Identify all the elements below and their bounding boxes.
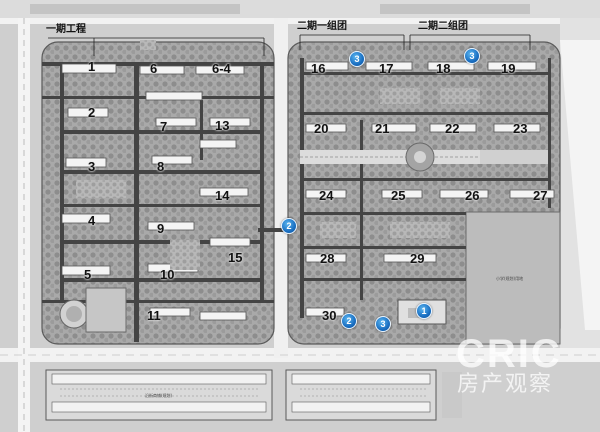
- phase2-group2-label: 二期二组团: [418, 21, 468, 32]
- building-23-label: 23: [513, 121, 528, 136]
- building-6-4-label: 6-4: [212, 61, 231, 76]
- building-5-label: 5: [84, 267, 92, 282]
- watermark-logo: CRIC: [456, 332, 562, 376]
- building-8-label: 8: [157, 159, 165, 174]
- building-24-label: 24: [319, 188, 334, 203]
- marker-3-south[interactable]: 3: [375, 316, 391, 332]
- building-10-label: 10: [160, 267, 175, 282]
- marker-3-group1[interactable]: 3: [349, 51, 365, 67]
- building-21-label: 21: [375, 121, 390, 136]
- building-11-label: 11: [147, 308, 161, 323]
- building-28-label: 28: [320, 251, 335, 266]
- marker-1[interactable]: 1: [416, 303, 432, 319]
- building-13-label: 13: [215, 118, 230, 133]
- building-6-label: 6: [150, 61, 158, 76]
- building-16-label: 16: [311, 61, 326, 76]
- building-22-label: 22: [445, 121, 460, 136]
- building-30-label: 30: [322, 308, 337, 323]
- school-plot-label: 小学(规划)用地: [496, 276, 524, 281]
- phase2-group1-label: 二期一组团: [297, 21, 347, 32]
- building-19-label: 19: [501, 61, 516, 76]
- building-20-label: 20: [314, 121, 329, 136]
- building-18-label: 18: [436, 61, 451, 76]
- building-25-label: 25: [391, 188, 406, 203]
- building-3-label: 3: [88, 159, 96, 174]
- building-1-label: 1: [88, 59, 96, 74]
- building-26-label: 26: [465, 188, 480, 203]
- marker-2-south[interactable]: 2: [341, 313, 357, 329]
- building-29-label: 29: [410, 251, 425, 266]
- shop-strip-label: 沿街商铺(规划): [145, 393, 173, 398]
- building-17-label: 17: [379, 61, 394, 76]
- building-9-label: 9: [157, 221, 165, 236]
- watermark-subtitle: 房产观察: [457, 372, 554, 397]
- building-7-label: 7: [160, 119, 168, 134]
- building-14-label: 14: [215, 188, 230, 203]
- building-15-label: 15: [228, 250, 243, 265]
- building-27-label: 27: [533, 188, 548, 203]
- marker-2-west[interactable]: 2: [281, 218, 297, 234]
- building-4-label: 4: [88, 213, 96, 228]
- phase1-label: 一期工程: [46, 24, 86, 35]
- marker-3-group2[interactable]: 3: [464, 48, 480, 64]
- building-2-label: 2: [88, 105, 96, 120]
